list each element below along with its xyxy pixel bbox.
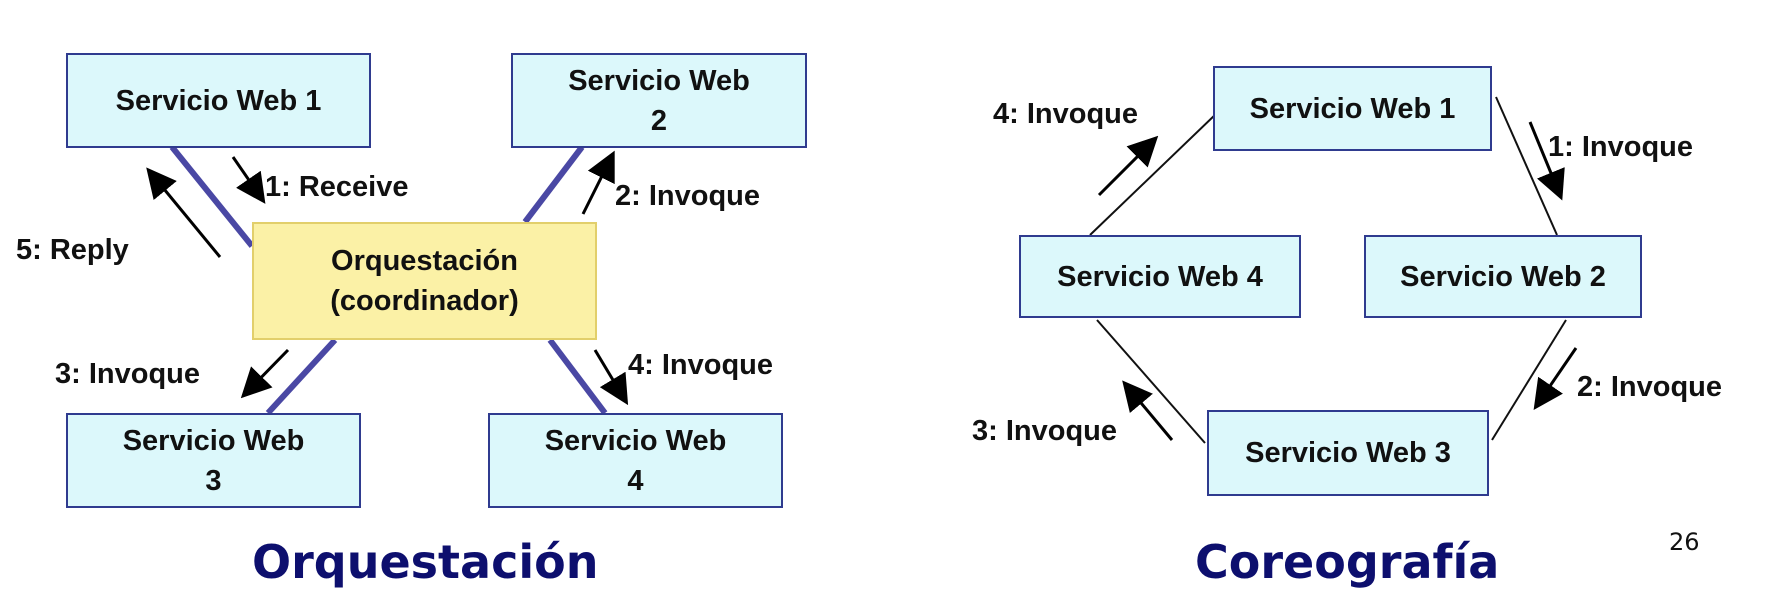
choreo-ws4-box: Servicio Web 4: [1019, 235, 1301, 318]
choreo-ws3-box: Servicio Web 3: [1207, 410, 1489, 496]
choreo-ws2-box: Servicio Web 2: [1364, 235, 1642, 318]
connector-ws1-orchestrator: [169, 145, 255, 248]
arrow-choreo-4: [1097, 135, 1159, 197]
choreo-msg-2: 2: Invoque: [1577, 371, 1723, 403]
ws4-box: Servicio Web 4: [488, 413, 783, 508]
arrow-reply: [146, 167, 222, 258]
arrow-invoke-ws4: [593, 349, 629, 406]
choreo-ws4-label: Servicio Web 4: [1057, 260, 1263, 293]
arrow-choreo-3: [1122, 380, 1174, 441]
arrow-invoke-ws3: [240, 348, 290, 399]
connector-ws2-ws3: [1491, 319, 1567, 441]
choreography-title: Coreografía: [1195, 535, 1500, 589]
choreo-msg-4: 4: Invoque: [993, 98, 1139, 130]
ws1-label: Servicio Web 1: [115, 84, 322, 117]
msg-invoke-ws3: 3: Invoque: [55, 358, 201, 390]
orchestration-title: Orquestación: [252, 535, 599, 589]
page-number: 26: [1669, 528, 1700, 556]
ws4-label: Servicio Web 4: [544, 424, 727, 497]
connector-ws4-orchestrator: [547, 338, 608, 415]
connector-ws1-ws2: [1495, 96, 1558, 236]
msg-invoke-ws2: 2: Invoque: [615, 180, 761, 212]
choreo-ws1-label: Servicio Web 1: [1249, 92, 1456, 125]
ws3-box: Servicio Web 3: [66, 413, 361, 508]
choreo-msg-1: 1: Invoque: [1548, 131, 1694, 163]
choreo-msg-3: 3: Invoque: [972, 415, 1118, 447]
ws3-label: Servicio Web 3: [122, 424, 305, 497]
choreo-ws3-label: Servicio Web 3: [1245, 437, 1451, 469]
arrow-receive: [231, 156, 266, 204]
arrow-invoke-ws2: [581, 150, 615, 215]
ws1-box: Servicio Web 1: [66, 53, 371, 148]
choreo-ws2-label: Servicio Web 2: [1400, 260, 1606, 293]
ws2-label: Servicio Web 2: [568, 64, 750, 137]
connector-ws4-ws1: [1089, 112, 1218, 236]
ws2-box: Servicio Web 2: [511, 53, 807, 148]
arrow-choreo-2: [1533, 347, 1578, 410]
orchestrator-box: Orquestación (coordinador): [252, 222, 597, 340]
msg-receive: 1: Receive: [265, 171, 409, 203]
arrow-choreo-1: [1528, 121, 1565, 201]
connector-ws2-orchestrator: [522, 145, 585, 224]
choreo-ws1-box: Servicio Web 1: [1213, 66, 1492, 151]
msg-invoke-ws4: 4: Invoque: [628, 349, 774, 381]
orchestrator-label: Orquestación (coordinador): [330, 245, 519, 317]
msg-reply: 5: Reply: [16, 234, 129, 266]
connector-ws3-orchestrator: [265, 337, 338, 416]
